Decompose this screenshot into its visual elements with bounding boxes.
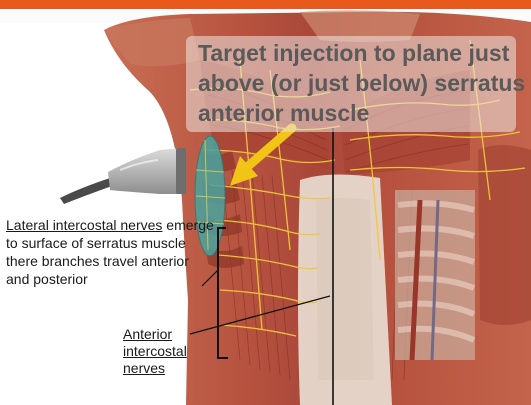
lateral-nerves-caption: Lateral intercostal nerves emerge to sur… bbox=[6, 216, 216, 288]
anterior-nerves-caption: Anterior intercostal nerves bbox=[123, 326, 213, 377]
callout-text: Target injection to plane just above (or… bbox=[198, 38, 528, 128]
ultrasound-probe-icon bbox=[60, 148, 186, 204]
lateral-nerves-term: Lateral intercostal nerves bbox=[6, 217, 162, 233]
top-band bbox=[0, 0, 531, 9]
rib-window bbox=[395, 190, 475, 360]
